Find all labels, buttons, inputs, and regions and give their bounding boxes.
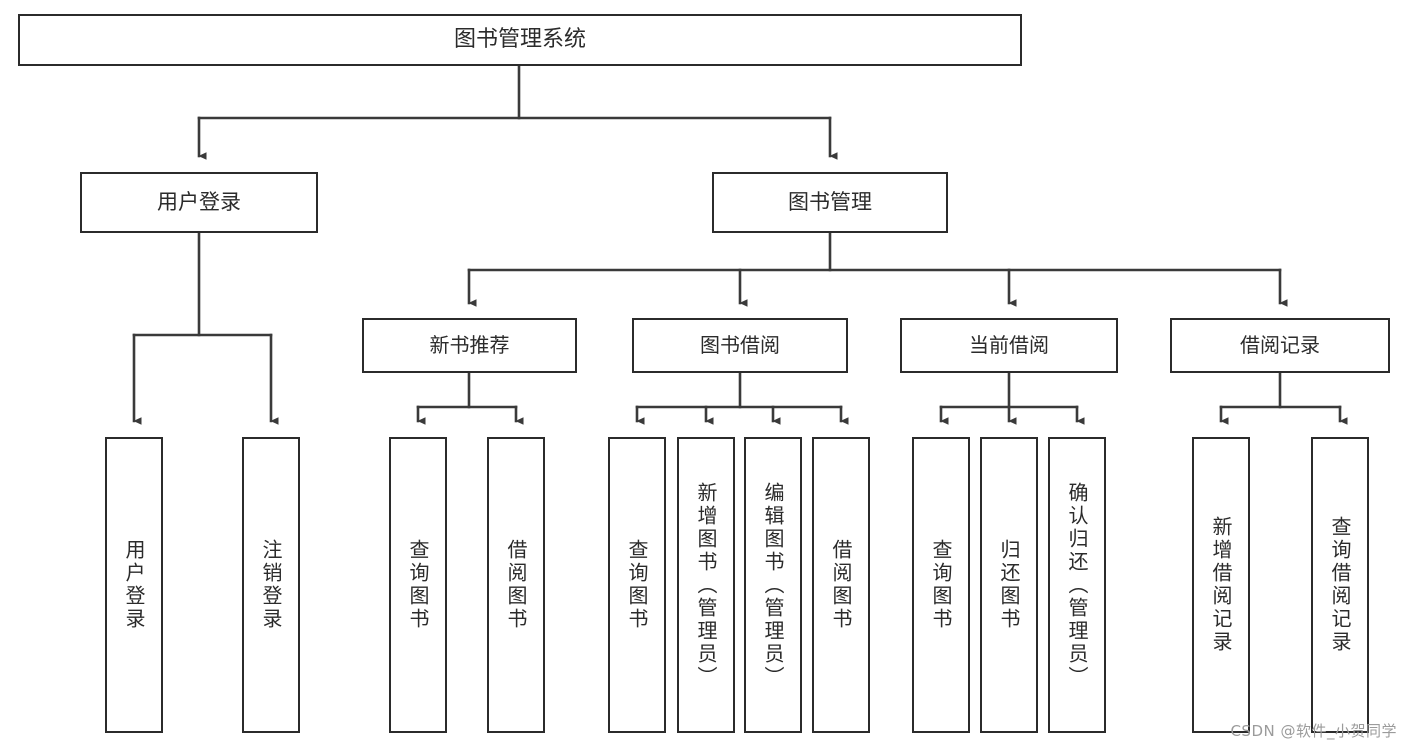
node-borrow-record-label: 借阅记录	[1240, 333, 1320, 358]
leaf-add-book[interactable]: 新增图书（管理员）	[677, 437, 735, 733]
leaf-query-book-current-label: 查询图书	[929, 539, 953, 631]
leaf-add-borrow-record[interactable]: 新增借阅记录	[1192, 437, 1250, 733]
leaf-logout-login-label: 注销登录	[259, 539, 283, 631]
node-book-management-label: 图书管理	[788, 189, 872, 214]
node-user-login[interactable]: 用户登录	[80, 172, 318, 233]
leaf-add-borrow-record-label: 新增借阅记录	[1209, 516, 1233, 654]
node-user-login-label: 用户登录	[157, 189, 241, 214]
node-current-borrow-label: 当前借阅	[969, 333, 1049, 358]
node-root-book-management-system[interactable]: 图书管理系统	[18, 14, 1022, 66]
leaf-borrow-book-new-label: 借阅图书	[504, 539, 528, 631]
leaf-confirm-return[interactable]: 确认归还（管理员）	[1048, 437, 1106, 733]
leaf-query-book-borrow-label: 查询图书	[625, 539, 649, 631]
watermark-csdn: CSDN @软件_小贺同学	[1230, 722, 1397, 740]
leaf-borrow-book-borrow[interactable]: 借阅图书	[812, 437, 870, 733]
leaf-query-book-borrow[interactable]: 查询图书	[608, 437, 666, 733]
leaf-edit-book[interactable]: 编辑图书（管理员）	[744, 437, 802, 733]
node-borrow-record[interactable]: 借阅记录	[1170, 318, 1390, 373]
leaf-return-book[interactable]: 归还图书	[980, 437, 1038, 733]
node-root-label: 图书管理系统	[453, 26, 586, 52]
node-new-book-recommend-label: 新书推荐	[429, 333, 510, 358]
leaf-logout-login[interactable]: 注销登录	[242, 437, 300, 733]
leaf-query-book-new[interactable]: 查询图书	[389, 437, 447, 733]
leaf-confirm-return-label: 确认归还（管理员）	[1065, 481, 1089, 689]
node-new-book-recommend[interactable]: 新书推荐	[362, 318, 577, 373]
leaf-borrow-book-new[interactable]: 借阅图书	[487, 437, 545, 733]
leaf-query-borrow-record-label: 查询借阅记录	[1328, 516, 1352, 654]
node-book-management[interactable]: 图书管理	[712, 172, 948, 233]
leaf-user-login-label: 用户登录	[122, 539, 146, 631]
leaf-query-book-new-label: 查询图书	[406, 539, 430, 631]
node-book-borrow-label: 图书借阅	[700, 333, 780, 358]
leaf-user-login[interactable]: 用户登录	[105, 437, 163, 733]
leaf-query-book-current[interactable]: 查询图书	[912, 437, 970, 733]
leaf-query-borrow-record[interactable]: 查询借阅记录	[1311, 437, 1369, 733]
leaf-borrow-book-borrow-label: 借阅图书	[829, 539, 853, 631]
leaf-edit-book-label: 编辑图书（管理员）	[761, 481, 785, 689]
leaf-add-book-label: 新增图书（管理员）	[694, 481, 718, 689]
node-book-borrow[interactable]: 图书借阅	[632, 318, 848, 373]
leaf-return-book-label: 归还图书	[997, 539, 1021, 631]
node-current-borrow[interactable]: 当前借阅	[900, 318, 1118, 373]
